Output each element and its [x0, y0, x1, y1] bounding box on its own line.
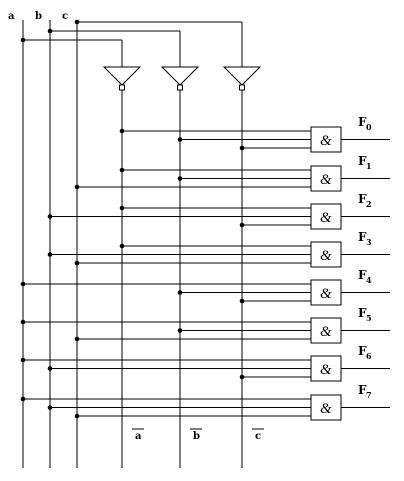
output-label-F2: F — [358, 192, 367, 206]
and-gate-F3-junction-2 — [74, 260, 80, 266]
and-gate-F4-junction-0 — [20, 281, 26, 287]
output-sub-F6: 6 — [366, 351, 372, 361]
inverter-bubble-c — [239, 84, 245, 91]
output-label-F6: F — [358, 344, 367, 358]
inverter-bubble-b — [177, 84, 183, 91]
inverter-b — [160, 66, 200, 86]
and-gate-F1-junction-2 — [74, 184, 80, 190]
and-gate-F3-symbol: & — [320, 248, 332, 264]
output-sub-F7: 7 — [366, 390, 372, 400]
and-gate-F0-symbol: & — [320, 133, 332, 149]
and-gate-F1-junction-0 — [119, 167, 125, 173]
output-sub-F3: 3 — [366, 237, 372, 247]
inverted-label-c: c — [255, 431, 261, 442]
and-gate-F1-symbol: & — [320, 172, 332, 188]
and-gate-F5-junction-1 — [177, 328, 183, 333]
and-gate-F5-junction-0 — [20, 319, 26, 325]
and-gate-F3-junction-0 — [119, 243, 125, 249]
output-label-F0: F — [358, 115, 367, 129]
output-label-F1: F — [358, 154, 367, 168]
and-gate-F7-junction-0 — [20, 396, 26, 402]
and-gate-F4-junction-2 — [239, 298, 245, 304]
and-gate-F7-symbol: & — [320, 401, 332, 417]
input-label-a: a — [8, 11, 15, 22]
junction-b-bus — [47, 28, 53, 34]
and-gate-F2-junction-0 — [119, 205, 125, 211]
and-gate-F5-junction-2 — [74, 336, 80, 342]
and-gate-F0-junction-1 — [177, 137, 183, 142]
wires — [20, 19, 390, 468]
output-label-F7: F — [358, 383, 367, 397]
inverter-a — [102, 66, 142, 86]
inverted-label-b: b — [193, 431, 200, 442]
and-gate-F5-symbol: & — [320, 324, 332, 340]
and-gate-F2-symbol: & — [320, 210, 332, 226]
output-sub-F2: 2 — [366, 199, 372, 209]
junction-c-bus — [74, 19, 80, 25]
and-gate-F6-junction-2 — [239, 374, 245, 380]
and-gate-F6-junction-1 — [47, 366, 53, 371]
output-sub-F5: 5 — [366, 313, 372, 323]
output-label-F5: F — [358, 306, 367, 320]
and-gate-F2-junction-2 — [239, 222, 245, 228]
and-gate-F6-symbol: & — [320, 362, 332, 378]
inverted-label-a: a — [135, 431, 142, 442]
and-gate-F7-junction-2 — [74, 413, 80, 419]
input-label-b: b — [35, 11, 42, 22]
output-sub-F4: 4 — [366, 275, 372, 285]
output-sub-F1: 1 — [366, 161, 372, 171]
and-gate-F6-junction-0 — [20, 357, 26, 363]
output-label-F3: F — [358, 230, 367, 244]
inverter-bubble-a — [119, 84, 125, 91]
and-gate-F7-junction-1 — [47, 405, 53, 410]
and-gate-F0-junction-0 — [119, 128, 125, 134]
and-gate-F4-junction-1 — [177, 290, 183, 295]
and-gate-F0-junction-2 — [239, 145, 245, 151]
junction-a-bus — [20, 37, 26, 43]
and-gate-F4 — [310, 279, 342, 306]
and-gate-F3-junction-1 — [47, 252, 53, 257]
input-label-c: c — [62, 11, 68, 22]
output-label-F4: F — [358, 268, 367, 282]
and-gate-F4-symbol: & — [320, 286, 332, 302]
inverter-c — [222, 66, 262, 86]
and-gate-F2-junction-1 — [47, 214, 53, 219]
and-gate-F1-junction-1 — [177, 176, 183, 181]
output-sub-F0: 0 — [366, 122, 372, 132]
